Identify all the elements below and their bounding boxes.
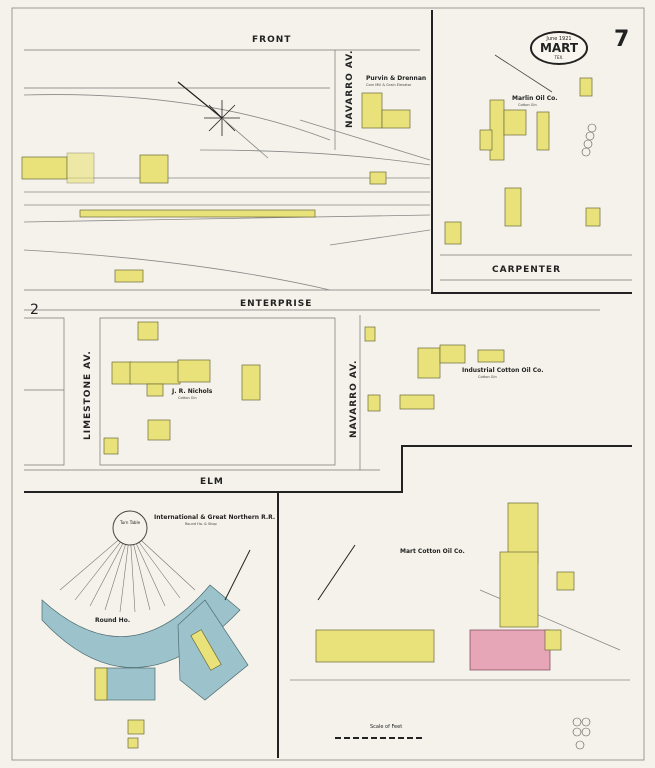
elevator-detail: Corn Mill & Grain Elevator — [366, 83, 412, 87]
building — [127, 737, 139, 749]
turn-table-label: Turn Table — [119, 520, 141, 525]
north-arrow-icon — [494, 54, 553, 93]
building — [137, 321, 159, 341]
town-name: MART — [540, 41, 579, 55]
industrial-name: Industrial Cotton Oil Co. — [462, 367, 544, 374]
ign-detail: Round Ho. & Shop — [185, 522, 218, 526]
map-date: June 1921 — [545, 36, 571, 42]
carpenter-street-lines — [440, 254, 632, 281]
street-limestone: LIMESTONE AV. — [83, 350, 93, 440]
building — [21, 156, 68, 180]
building — [504, 187, 522, 227]
adjacent-block — [24, 317, 65, 466]
nichols-building — [147, 419, 171, 441]
building — [444, 221, 462, 245]
sheet-number: 7 — [614, 27, 629, 52]
building — [139, 154, 169, 184]
street-enterprise: ENTERPRISE — [240, 299, 312, 309]
railroad-tracks — [23, 94, 630, 681]
building — [94, 667, 108, 701]
mart-oil-building — [315, 629, 435, 663]
building — [544, 629, 562, 651]
nichols-name: J. R. Nichols — [171, 388, 213, 395]
building — [114, 269, 144, 283]
compass-rose-icon — [177, 81, 269, 159]
building — [556, 571, 575, 591]
mart-oil-building — [499, 551, 539, 628]
industrial-building — [477, 349, 505, 363]
nichols-building — [177, 359, 211, 383]
industrial-building — [417, 347, 441, 379]
tanks — [572, 717, 591, 750]
building — [190, 629, 222, 671]
nichols-detail: Cotton Gin — [178, 396, 197, 400]
building — [66, 152, 95, 184]
nichols-building — [129, 361, 181, 385]
title-cartouche — [530, 31, 588, 65]
building — [103, 437, 119, 455]
inset-border-lower — [24, 445, 632, 493]
marlin-gin-building — [479, 129, 493, 151]
industrial-building — [439, 344, 466, 364]
street-navarro-top: NAVARRO AV. — [345, 50, 355, 128]
north-arrow-icon — [224, 549, 251, 601]
building — [367, 394, 381, 412]
mart-oil-name: Mart Cotton Oil Co. — [400, 548, 465, 555]
turn-table — [112, 510, 148, 546]
building — [364, 326, 376, 342]
building — [399, 394, 435, 410]
industrial-detail: Cotton Gin — [478, 375, 497, 379]
marlin-gin-building — [536, 111, 550, 151]
marlin-detail: Cotton Gin — [518, 103, 537, 107]
marlin-name: Marlin Oil Co. — [512, 95, 558, 102]
building — [127, 719, 145, 735]
street-lines — [24, 49, 600, 471]
platform-building — [79, 209, 316, 218]
building — [369, 171, 387, 185]
elevator-building — [381, 109, 411, 129]
nichols-building — [146, 383, 164, 397]
ign-name: International & Great Northern R.R. — [154, 514, 275, 521]
elevator-building — [361, 92, 383, 129]
marlin-gin-building — [503, 109, 527, 136]
block-number: 2 — [30, 302, 39, 318]
round-house-label: Round Ho. — [95, 617, 130, 624]
street-carpenter: CARPENTER — [492, 265, 561, 275]
nichols-building — [111, 361, 133, 385]
inset-border-marlin — [431, 10, 632, 294]
building — [241, 364, 261, 401]
turn-table-rays — [59, 529, 196, 613]
state-name: TEX. — [554, 55, 564, 60]
elevator-name: Purvin & Drennan — [366, 75, 426, 82]
street-front: FRONT — [252, 35, 291, 45]
scale-label: Scale of Feet — [370, 724, 402, 730]
north-arrow-icon — [317, 544, 356, 601]
street-navarro-mid: NAVARRO AV. — [349, 360, 359, 438]
tanks — [581, 123, 597, 157]
sheet-border — [11, 7, 645, 761]
street-elm: ELM — [200, 477, 224, 487]
building — [585, 207, 601, 227]
mart-oil-mill — [469, 629, 551, 671]
building — [579, 77, 593, 97]
